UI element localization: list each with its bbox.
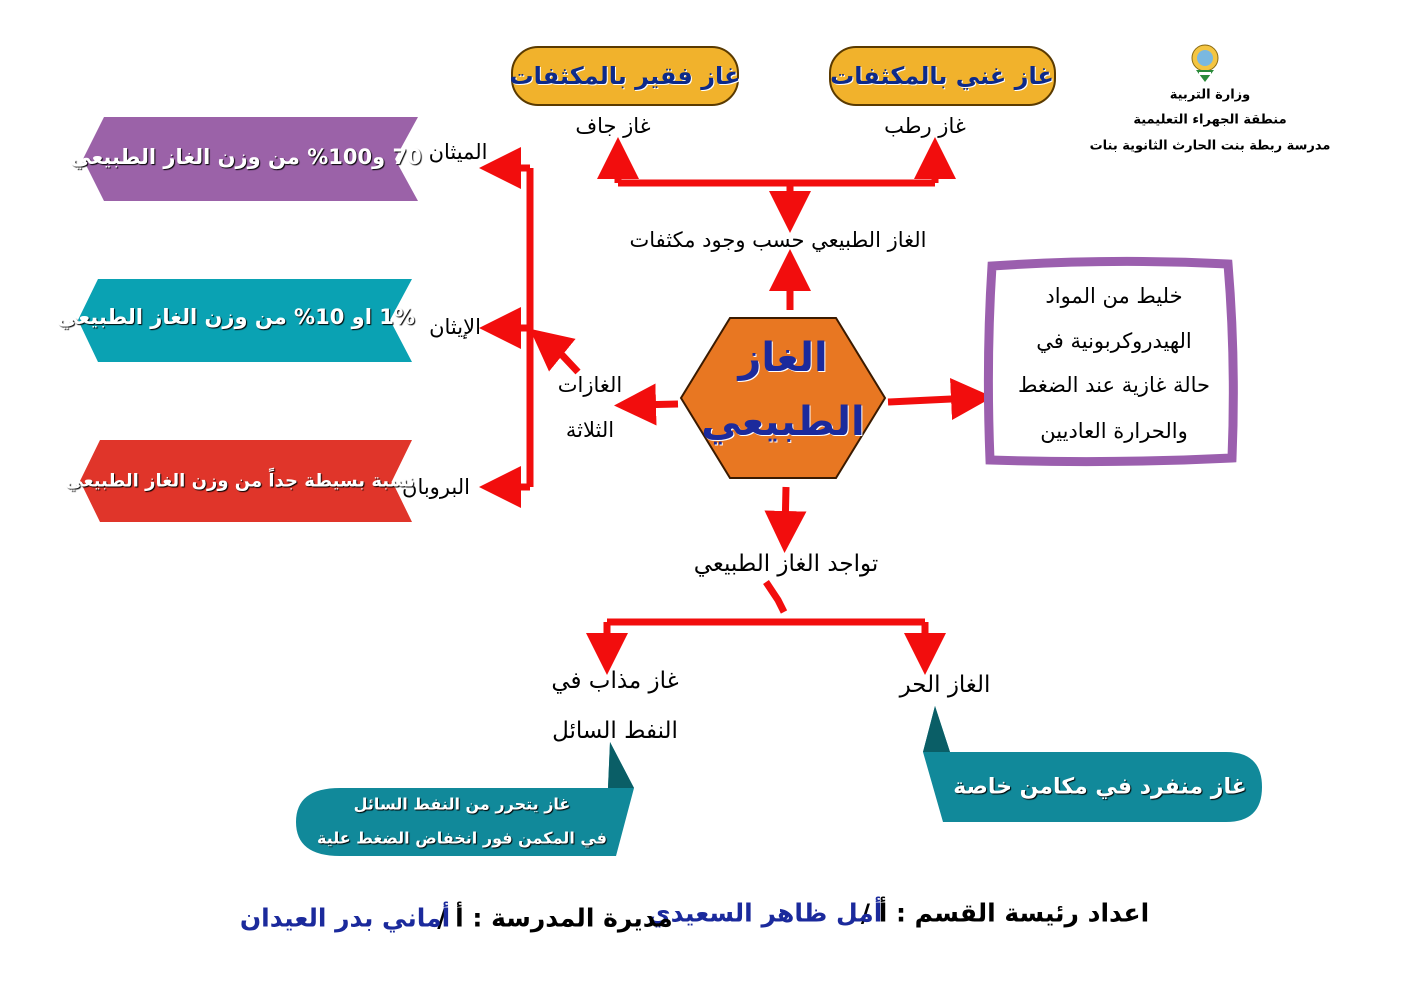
- free-gas-label: الغاز الحر: [899, 672, 991, 698]
- center-title-line2: الطبيعي: [701, 399, 865, 445]
- principal-label: مديرة المدرسة : أ /: [437, 903, 673, 933]
- free-callout: [923, 706, 1262, 822]
- definition-line: الهيدروكربونية في: [1036, 329, 1192, 353]
- dry-gas-label: غاز جاف: [575, 114, 651, 138]
- ethane-ribbon: [78, 279, 412, 362]
- methane-description: 70 و100% من وزن الغاز الطبيعي: [70, 145, 422, 169]
- definition-frame: [983, 256, 1238, 467]
- dissolved-note-line2: في المكمن فور انخفاض الضغط علية: [316, 828, 608, 848]
- methane-label: الميثان: [428, 140, 488, 164]
- dissolved-gas-line1: غاز مذاب في: [551, 668, 679, 694]
- department-head-name: أمل ظاهر السعيدي: [647, 898, 883, 928]
- principal-name: أماني بدر العيدان: [239, 903, 451, 933]
- ethane-description: 1% او 10% من وزن الغاز الطبيعي: [57, 305, 415, 329]
- dissolved-gas-line2: النفط السائل: [552, 718, 678, 744]
- ministry-name: وزارة التربية: [1169, 87, 1251, 103]
- condensates-title: الغاز الطبيعي حسب وجود مكثفات: [629, 228, 927, 252]
- occurrence-title: تواجد الغاز الطبيعي: [693, 551, 879, 577]
- methane-ribbon: [83, 117, 418, 201]
- definition-line: حالة غازية عند الضغط: [1017, 373, 1211, 397]
- three-gases-title-line1: الغازات: [557, 373, 623, 397]
- free-note: غاز منفرد في مكامن خاصة: [953, 774, 1247, 800]
- emblem-icon: [1191, 44, 1219, 82]
- poor-condensate-pill: [511, 46, 739, 106]
- department-head-label: اعداد رئيسة القسم : أ /: [860, 898, 1150, 928]
- definition-line: خليط من المواد: [1045, 284, 1183, 308]
- poor-condensate-label: غاز فقير بالمكثفات: [509, 62, 741, 90]
- propane-label: البروبان: [402, 475, 470, 499]
- wet-gas-label: غاز رطب: [884, 114, 966, 138]
- center-title-line1: الغاز: [738, 335, 828, 381]
- school-name: مدرسة ربطة بنت الحارث الثانوية بنات: [1089, 138, 1331, 154]
- natural-gas-hexagon: [679, 317, 887, 479]
- three-gases-title-line2: الثلاثة: [565, 418, 615, 442]
- propane-description: نسبة بسيطة جداً من وزن الغاز الطبيعي: [65, 470, 415, 492]
- propane-ribbon: [80, 440, 412, 522]
- region-name: منطقة الجهراء التعليمية: [1133, 112, 1287, 128]
- definition-line: والحرارة العاديين: [1040, 419, 1188, 443]
- arrows: [479, 137, 993, 675]
- rich-condensate-pill: [829, 46, 1056, 106]
- rich-condensate-label: غاز غني بالمكثفات: [830, 62, 1054, 90]
- dissolved-callout: [296, 742, 634, 856]
- dissolved-note-line1: غاز يتحرر من النفط السائل: [353, 794, 571, 814]
- ethane-label: الإيثان: [429, 315, 481, 339]
